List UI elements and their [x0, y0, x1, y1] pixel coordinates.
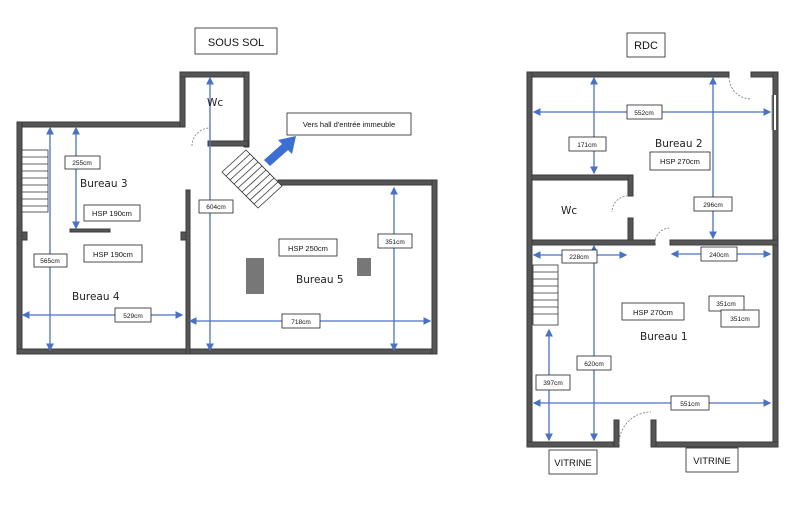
- label-551: 551cm: [680, 401, 700, 408]
- sous-sol-labels: 255cm HSP 190cm HSP 190cm 565cm 604cm HS…: [33, 155, 413, 329]
- rdc-room-wc: Wc: [561, 205, 577, 217]
- callout-box: [286, 112, 412, 136]
- label-604: 604cm: [206, 204, 226, 211]
- label-296: 296cm: [703, 202, 723, 209]
- sous-sol-title: SOUS SOL: [208, 37, 264, 49]
- vitrine-left-box: [548, 449, 598, 475]
- rdc-wc-door: [611, 195, 629, 213]
- label-351-a: 351cm: [716, 301, 736, 308]
- label-397: 397cm: [543, 380, 563, 387]
- room-bureau-3: Bureau 3: [80, 178, 128, 190]
- label-hsp-bureau3: HSP 190cm: [92, 209, 132, 218]
- label-228: 228cm: [569, 254, 589, 261]
- rdc-title: RDC: [634, 40, 658, 52]
- label-351-sous-sol: 351cm: [385, 239, 405, 246]
- sous-sol-room-wc: Wc: [207, 97, 223, 109]
- label-620: 620cm: [584, 361, 604, 368]
- label-hsp-bureau1: HSP 270cm: [633, 308, 673, 317]
- vitrine-right-box: [685, 447, 739, 473]
- rdc-stairs: [532, 264, 559, 326]
- room-bureau-5: Bureau 5: [296, 274, 344, 286]
- room-bureau-1: Bureau 1: [640, 331, 688, 343]
- sous-sol-wc-door: [191, 127, 211, 147]
- sous-sol-stairs-diagonal: [221, 149, 283, 209]
- rdc-plan: RDC: [526, 32, 779, 475]
- furniture-block: [246, 258, 264, 294]
- furniture-block-small: [357, 258, 371, 276]
- label-255: 255cm: [72, 160, 92, 167]
- label-718: 718cm: [291, 319, 311, 326]
- sous-sol-title-box: [194, 27, 278, 55]
- rdc-title-box: [626, 32, 666, 58]
- label-hsp-bureau4: HSP 190cm: [93, 250, 133, 259]
- rdc-entry-door: [728, 76, 752, 100]
- sous-sol-stairs-left: [21, 149, 49, 213]
- label-351-b: 351cm: [730, 316, 750, 323]
- label-hsp-bureau2: HSP 270cm: [660, 157, 700, 166]
- callout-arrow-icon: [264, 136, 296, 166]
- label-552: 552cm: [634, 110, 654, 117]
- sous-sol-plan: SOUS SOL: [16, 27, 438, 355]
- callout-text: Vers hall d'entrée immeuble: [303, 120, 395, 129]
- rdc-vitrine-door: [618, 411, 652, 445]
- label-240: 240cm: [709, 252, 729, 259]
- label-hsp-bureau5: HSP 250cm: [288, 244, 328, 253]
- room-bureau-2: Bureau 2: [655, 138, 703, 150]
- sous-sol-walls: [16, 71, 438, 355]
- label-171: 171cm: [577, 142, 597, 149]
- vitrine-left: VITRINE: [554, 458, 591, 469]
- room-bureau-4: Bureau 4: [72, 291, 120, 303]
- rdc-bureau1-door: [654, 227, 671, 244]
- label-529: 529cm: [123, 313, 143, 320]
- label-565: 565cm: [40, 258, 60, 265]
- vitrine-right: VITRINE: [693, 456, 730, 467]
- rdc-labels: 552cm 171cm HSP 270cm 296cm 228cm 240cm …: [535, 104, 760, 411]
